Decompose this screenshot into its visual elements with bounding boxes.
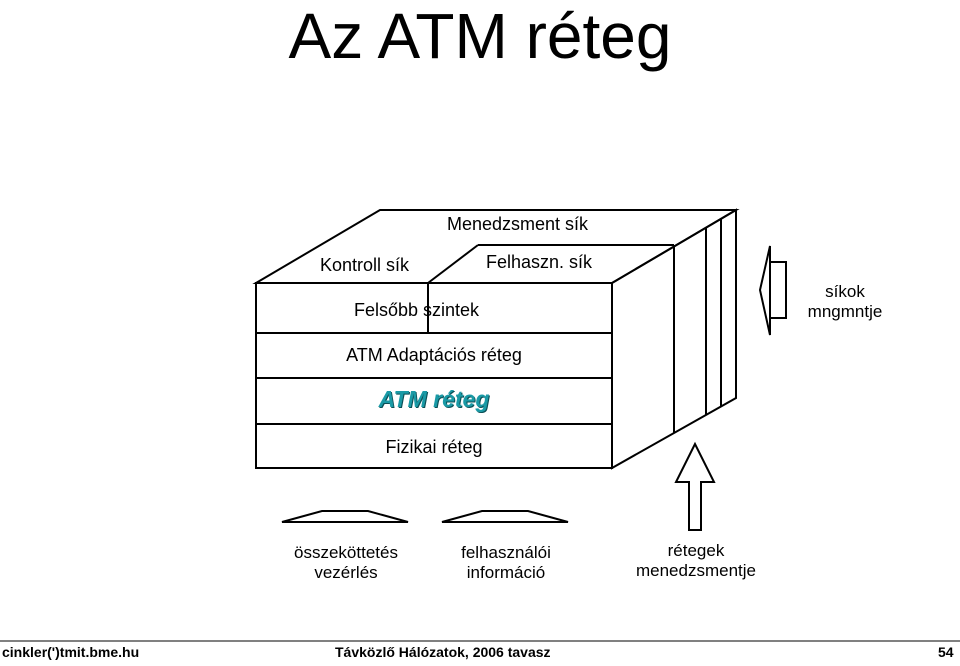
page-title: Az ATM réteg <box>288 0 672 72</box>
footer-course: Távközlő Hálózatok, 2006 tavasz <box>335 644 551 660</box>
signaling-line-2: vezérlés <box>314 563 378 582</box>
signaling-line-1: összeköttetés <box>294 543 398 562</box>
footer-page-number: 54 <box>938 644 954 660</box>
user-info-line-1: felhasználói <box>461 543 551 562</box>
planes-management-arrow-body <box>769 261 787 319</box>
signaling-label: összeköttetés vezérlés <box>266 543 426 583</box>
stack-side-face <box>611 208 737 470</box>
atm-layer-label: ATM réteg <box>378 386 490 412</box>
planes-management-line-2: mngmntje <box>807 302 883 321</box>
physical-layer-label: Fizikai réteg <box>385 437 483 457</box>
planes-management-arrow <box>758 245 771 336</box>
adaptation-layer-label: ATM Adaptációs réteg <box>346 345 522 365</box>
layer-management-line-2: menedzsmentje <box>635 561 756 580</box>
upper-layers-label: Felsőbb szintek <box>354 300 480 320</box>
planes-management-label: síkok mngmntje <box>790 282 900 322</box>
layer-management-arrow <box>674 441 716 531</box>
management-plane-label: Menedzsment sík <box>447 214 589 234</box>
user-info-arrow <box>441 510 569 523</box>
signaling-arrow <box>281 510 409 523</box>
layer-management-line-1: rétegek <box>667 541 725 560</box>
user-plane-label: Felhaszn. sík <box>486 252 593 272</box>
control-plane-label: Kontroll sík <box>320 255 410 275</box>
layer-management-label: rétegek menedzsmentje <box>611 541 781 581</box>
footer-author: cinkler(')tmit.bme.hu <box>2 644 140 660</box>
planes-management-line-1: síkok <box>825 282 865 301</box>
top-plane-divider <box>427 244 479 284</box>
user-info-line-2: információ <box>466 563 546 582</box>
user-info-label: felhasználói információ <box>426 543 586 583</box>
